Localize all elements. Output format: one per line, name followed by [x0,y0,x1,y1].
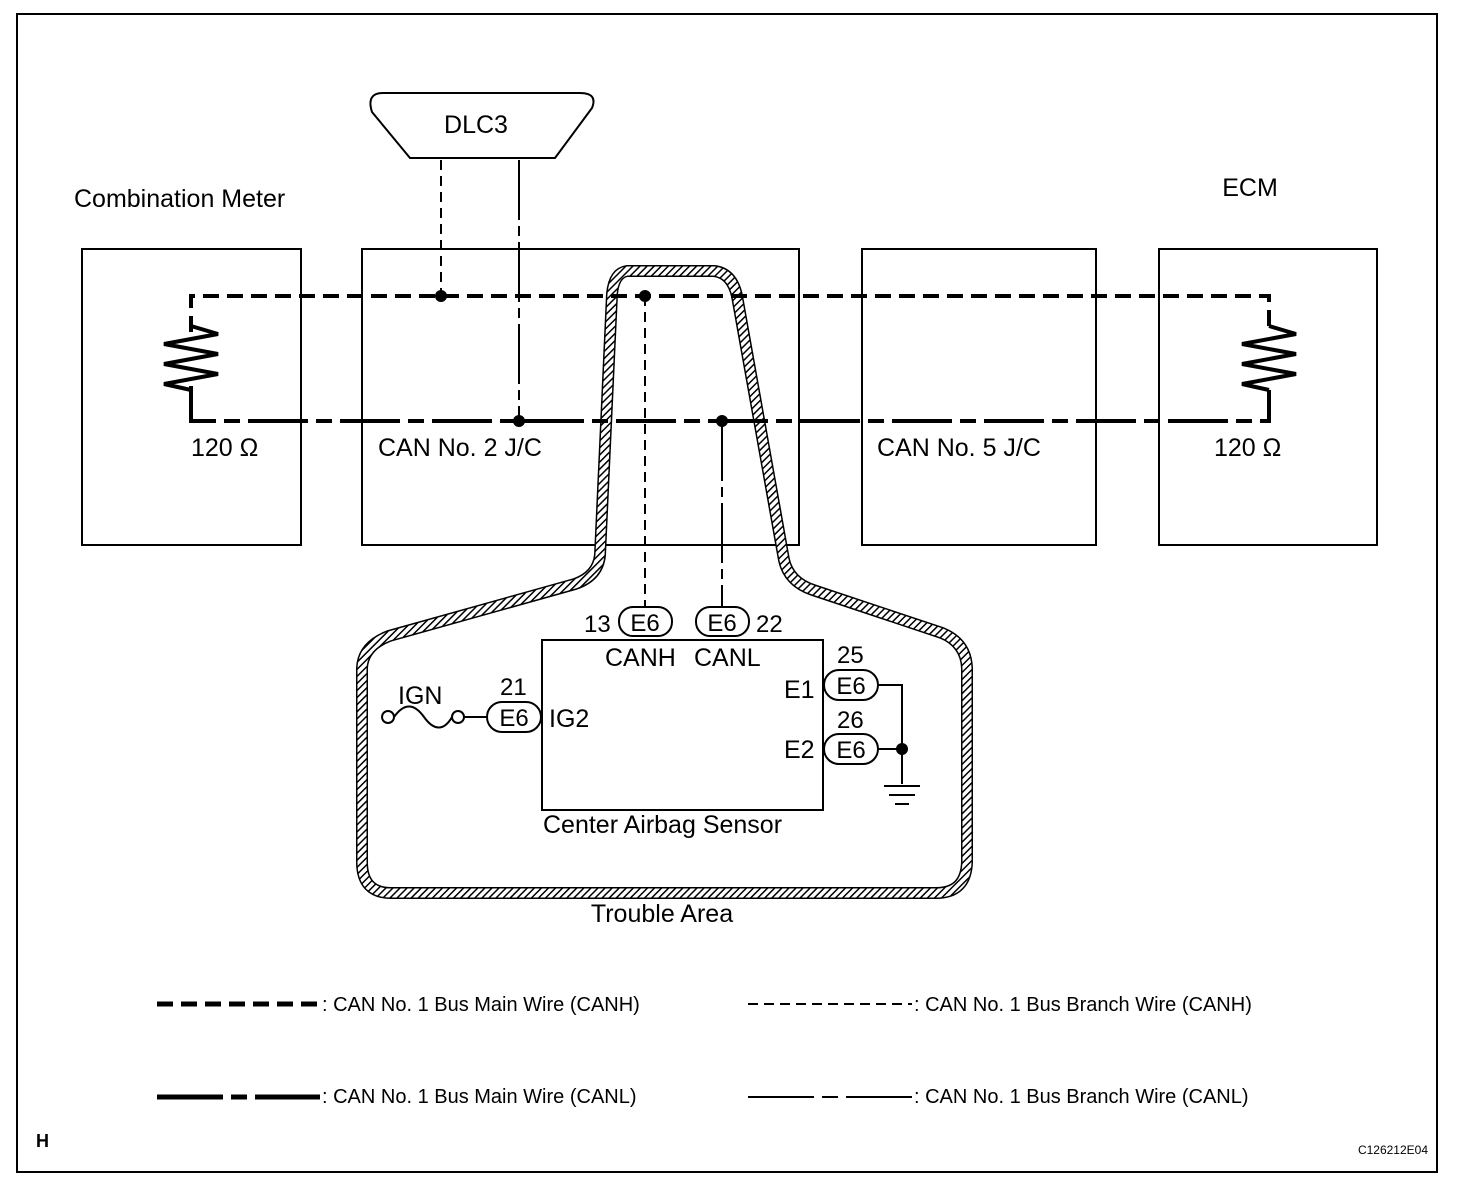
ign-label: IGN [398,682,442,710]
junction-dot-dlc3-canh [435,290,447,302]
dlc3-connector [369,92,595,159]
canl-pin-number: 22 [756,611,783,638]
canh-pin-number: 13 [584,611,611,638]
e1-signal-label: E1 [784,676,815,704]
trouble-area-outline [356,265,973,899]
e2-signal-label: E2 [784,736,815,764]
canl-connector [695,606,750,637]
resistor-right-label: 120 Ω [1214,434,1281,462]
canh-connector-label: E6 [630,610,659,637]
e2-connector-label: E6 [836,737,865,764]
legend-branch-canl-label: : CAN No. 1 Bus Branch Wire (CANL) [914,1086,1249,1108]
canh-connector [618,606,673,637]
trouble-area-hatch [357,266,972,898]
diagram-frame [16,13,1438,1173]
resistor-left-symbol [163,324,219,392]
legend-main-canh-label: : CAN No. 1 Bus Main Wire (CANH) [322,994,640,1016]
canh-signal-label: CANH [605,644,676,672]
canl-main-wire [189,386,1271,423]
trouble-area-label: Trouble Area [591,900,733,928]
fuse-terminal-left [381,710,395,724]
corner-mark: H [36,1131,49,1151]
resistor-right-symbol [1241,324,1297,392]
resistor-left-label: 120 Ω [191,434,258,462]
ig2-connector [486,701,542,733]
ecm-label: ECM [1222,174,1278,202]
legend-branch-canh-label: : CAN No. 1 Bus Branch Wire (CANH) [914,994,1252,1016]
can-no5-jc-box [861,248,1097,546]
canl-signal-label: CANL [694,644,761,672]
combination-meter-label: Combination Meter [74,185,285,213]
e2-pin-number: 26 [837,707,864,734]
fuse-icon [393,705,453,729]
e1-connector-label: E6 [836,673,865,700]
junction-dot-dlc3-canl [513,415,525,427]
center-airbag-sensor-box [541,639,824,811]
can-no2-jc-label: CAN No. 2 J/C [378,434,542,462]
figure-code: C126212E04 [1358,1143,1428,1157]
dlc3-label: DLC3 [444,111,508,139]
can-no2-jc-box [361,248,800,546]
canl-connector-label: E6 [707,610,736,637]
fuse-terminal-right [451,710,465,724]
ig2-pin-number: 21 [500,674,527,701]
e1-pin-number: 25 [837,642,864,669]
combination-meter-box [81,248,302,546]
center-airbag-sensor-label: Center Airbag Sensor [543,811,782,839]
canh-main-wire [189,294,1271,332]
can-no5-jc-label: CAN No. 5 J/C [877,434,1041,462]
junction-dot-ground [896,743,908,755]
legend-main-canl-label: : CAN No. 1 Bus Main Wire (CANL) [322,1086,637,1108]
ground-icon [884,785,920,805]
ecm-box [1158,248,1378,546]
ground-wire [878,684,903,784]
ig2-signal-label: IG2 [549,705,589,733]
ig2-connector-label: E6 [499,705,528,732]
